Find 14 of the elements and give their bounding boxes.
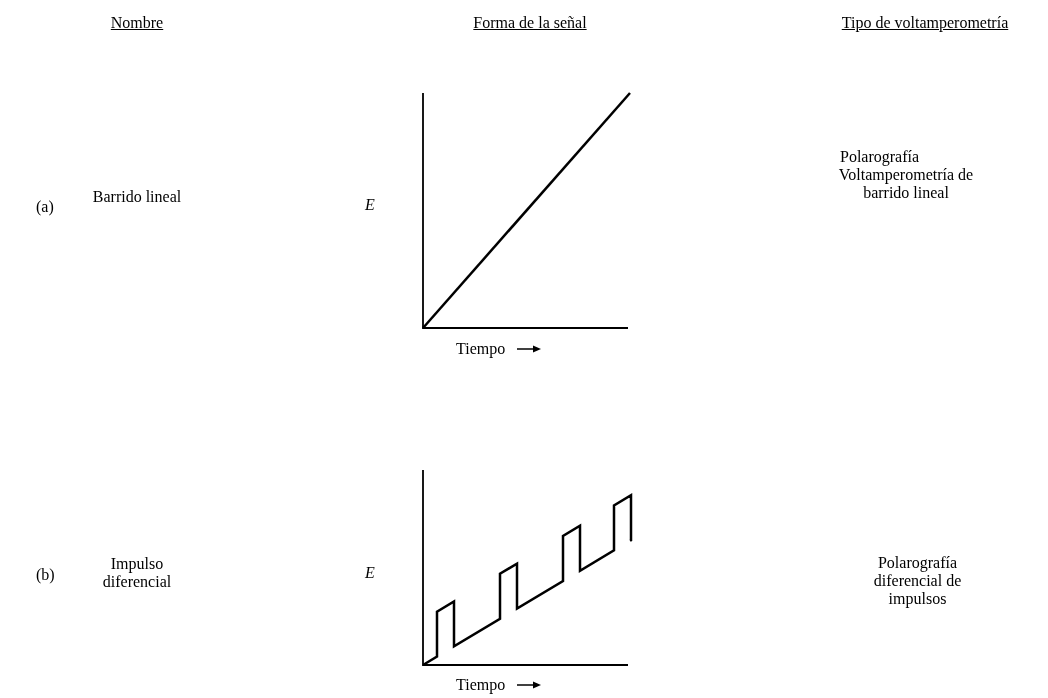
column-header: Forma de la señal (472, 14, 588, 32)
axis-label: E (365, 196, 376, 214)
axis-label: Tiempo (456, 340, 507, 358)
axis-label: E (365, 564, 376, 582)
column-header: Tipo de voltamperometría (840, 14, 1010, 32)
row-marker: (b) (36, 566, 56, 584)
voltammetry-type: Voltamperometría de barrido lineal (837, 166, 975, 202)
method-name: Impulso diferencial (101, 555, 173, 591)
axis-label: Tiempo (456, 676, 507, 694)
row-marker: (a) (36, 198, 55, 216)
method-name: Barrido lineal (92, 188, 182, 206)
voltammetry-type: Polarografía (840, 148, 921, 166)
column-header: Nombre (109, 14, 165, 32)
voltammetry-type: Polarografía diferencial de impulsos (872, 554, 963, 608)
